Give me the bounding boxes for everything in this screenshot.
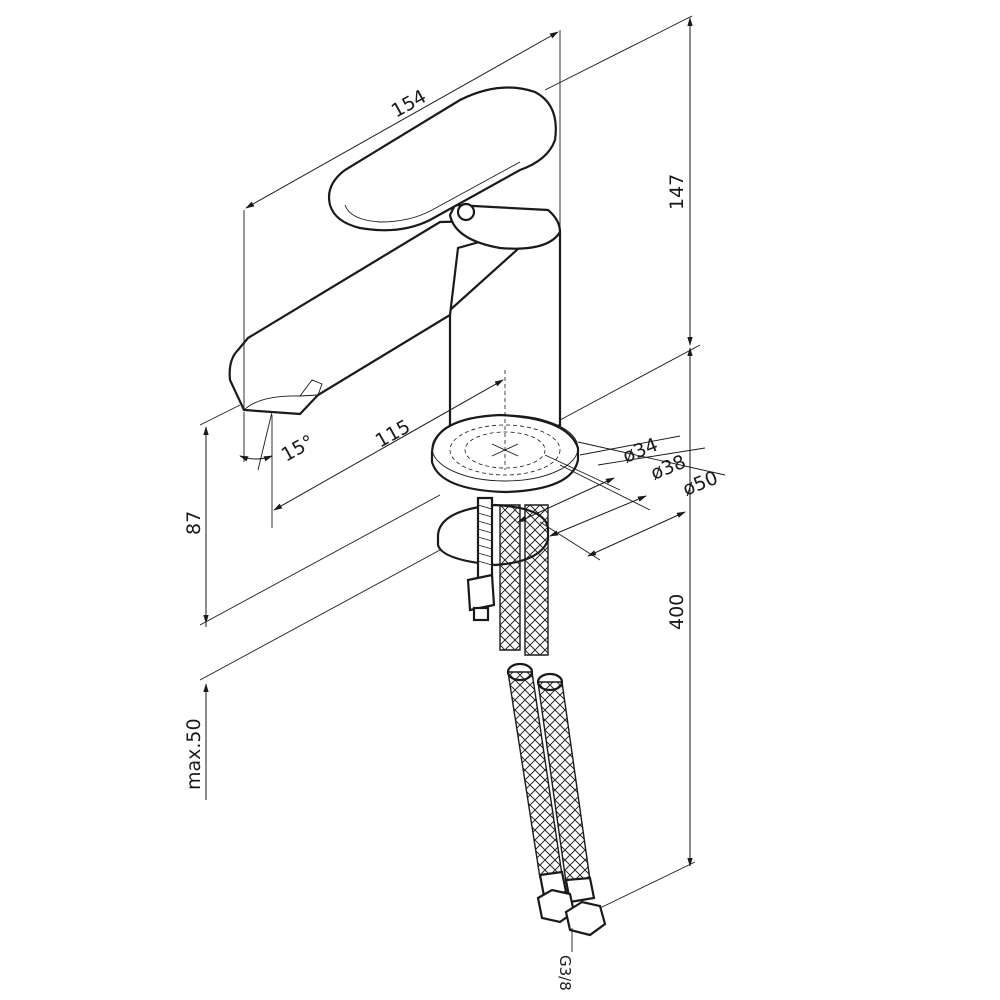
lever-handle-inner	[344, 161, 521, 223]
hose-nut-right	[564, 900, 607, 937]
supply-hoses	[499, 504, 607, 937]
dim-line-154	[245, 31, 559, 209]
label-spout-angle: 15°	[278, 431, 318, 467]
dimension-lines	[199, 15, 726, 952]
hose-upper-left	[499, 504, 521, 651]
dim-line-d38	[549, 495, 647, 537]
mounting-stud	[466, 496, 496, 622]
label-spout-reach: 115	[372, 416, 414, 453]
dim-angle-15	[239, 455, 273, 462]
lever-pivot-screw	[456, 202, 476, 222]
stud-nut	[466, 573, 496, 612]
lever-base	[448, 203, 562, 250]
label-spout-height: 87	[183, 511, 205, 535]
label-total-height: 147	[666, 174, 688, 210]
label-total-length: 154	[388, 86, 430, 123]
hose-upper-right	[524, 504, 549, 656]
stud-tip	[472, 606, 490, 622]
dim-line-d50	[587, 511, 686, 557]
label-connection-thread: G3/8	[556, 955, 574, 991]
faucet-body	[228, 86, 562, 439]
dim-line-115	[273, 379, 504, 511]
label-max-deck-thickness: max.50	[183, 718, 205, 790]
label-hose-length: 400	[666, 594, 688, 630]
